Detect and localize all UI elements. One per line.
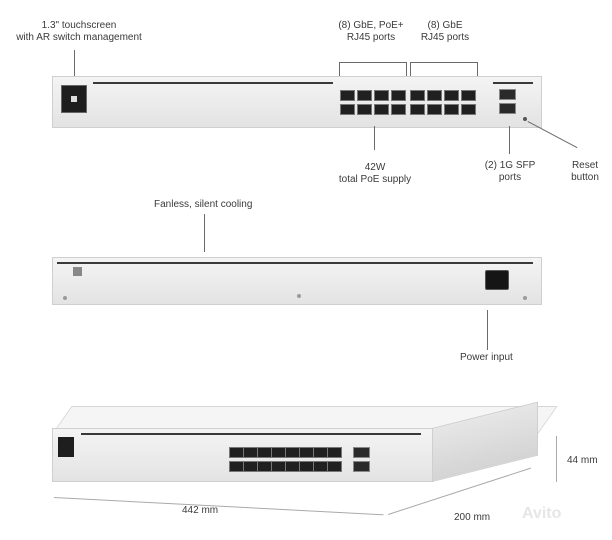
gbe-bracket-left <box>410 62 411 76</box>
perspective-port <box>313 447 328 458</box>
perspective-port <box>327 461 342 472</box>
gbe-ports-label: (8) GbE RJ45 ports <box>420 20 470 43</box>
poe-supply-label: 42W total PoE supply <box>338 162 412 185</box>
perspective-sfp <box>353 461 370 472</box>
rj45-port-16 <box>461 104 476 115</box>
rj45-port-9 <box>410 90 425 101</box>
perspective-sfp <box>353 447 370 458</box>
power-leader-line <box>487 310 488 350</box>
sfp-leader-line <box>509 126 510 154</box>
width-label: 442 mm <box>182 505 219 516</box>
perspective-port <box>257 461 272 472</box>
perspective-port <box>229 461 244 472</box>
poe-supply-leader-line <box>374 126 375 150</box>
touchscreen-label: 1.3" touchscreen with AR switch manageme… <box>16 20 142 43</box>
rj45-port-11 <box>427 90 442 101</box>
rear-vent <box>57 262 533 264</box>
perspective-vent <box>81 433 421 435</box>
rj45-port-14 <box>444 104 459 115</box>
rj45-port-12 <box>427 104 442 115</box>
perspective-port <box>243 461 258 472</box>
perspective-port <box>299 447 314 458</box>
port-block <box>338 88 478 118</box>
poe-bracket <box>339 62 406 63</box>
perspective-port <box>257 447 272 458</box>
rj45-port-13 <box>444 90 459 101</box>
touchscreen-display <box>61 85 87 113</box>
rear-screw-center <box>297 294 301 298</box>
perspective-port <box>327 447 342 458</box>
rj45-port-4 <box>357 104 372 115</box>
reset-button <box>523 117 527 121</box>
perspective-port <box>229 447 244 458</box>
rear-qr-icon <box>73 267 82 276</box>
rear-panel <box>52 257 542 305</box>
switch-front-face <box>52 428 434 482</box>
rj45-port-2 <box>340 104 355 115</box>
screen-logo-icon <box>71 96 77 102</box>
front-vent <box>93 82 333 84</box>
rj45-port-6 <box>374 104 389 115</box>
gbe-bracket-right <box>477 62 478 76</box>
rj45-port-15 <box>461 90 476 101</box>
depth-label: 200 mm <box>454 512 491 523</box>
height-dimension-line <box>556 436 557 482</box>
reset-label: Reset button <box>571 160 599 183</box>
perspective-port <box>285 447 300 458</box>
cooling-label: Fanless, silent cooling <box>154 199 253 210</box>
rj45-port-5 <box>374 90 389 101</box>
rear-screw-right <box>523 296 527 300</box>
perspective-screen <box>58 437 74 457</box>
sfp-port-2 <box>499 103 516 114</box>
perspective-port <box>243 447 258 458</box>
rear-screw-left <box>63 296 67 300</box>
poe-bracket-right <box>406 62 407 76</box>
sfp-label: (2) 1G SFP ports <box>484 160 536 183</box>
cooling-leader-line <box>204 214 205 252</box>
perspective-port-block <box>229 447 342 475</box>
perspective-port <box>285 461 300 472</box>
power-socket <box>485 270 509 290</box>
rj45-port-10 <box>410 104 425 115</box>
sfp-port-1 <box>499 89 516 100</box>
perspective-port <box>271 447 286 458</box>
perspective-port <box>299 461 314 472</box>
front-panel <box>52 76 542 128</box>
power-label: Power input <box>460 352 513 363</box>
watermark-text: Avito <box>522 505 562 522</box>
reset-leader-line <box>527 121 578 149</box>
poe-bracket-left <box>339 62 340 76</box>
perspective-port <box>271 461 286 472</box>
rj45-port-1 <box>340 90 355 101</box>
front-vent-right <box>493 82 533 84</box>
rj45-port-7 <box>391 90 406 101</box>
perspective-port <box>313 461 328 472</box>
rj45-port-3 <box>357 90 372 101</box>
poe-ports-label: (8) GbE, PoE+ RJ45 ports <box>338 20 404 43</box>
touchscreen-leader-line <box>74 50 75 76</box>
height-label: 44 mm <box>567 455 598 466</box>
gbe-bracket <box>410 62 477 63</box>
rj45-port-8 <box>391 104 406 115</box>
